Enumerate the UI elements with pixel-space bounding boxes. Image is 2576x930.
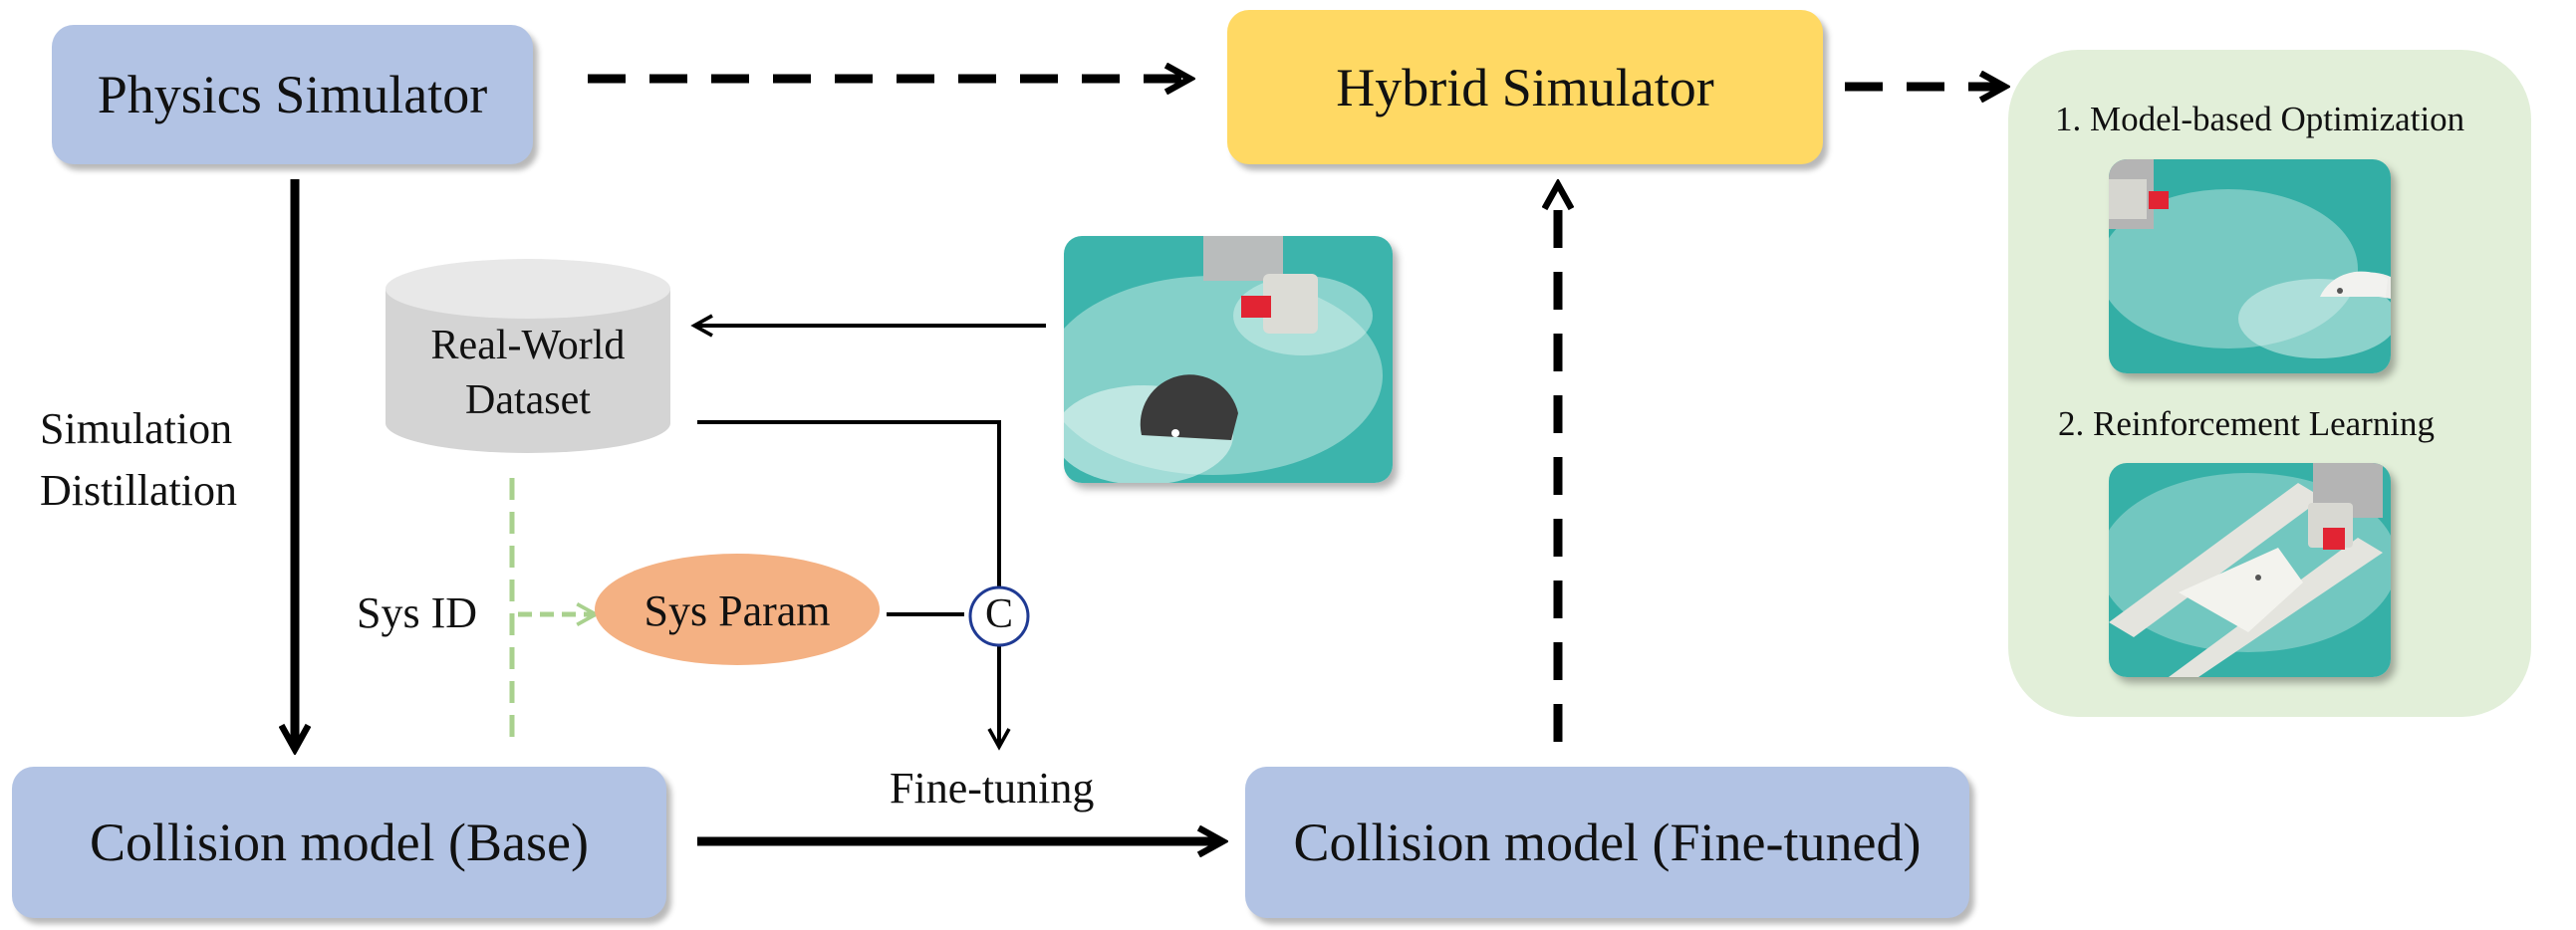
application-2-label: 2. Reinforcement Learning [2058, 404, 2436, 443]
hybrid-simulator-node: Hybrid Simulator [1227, 10, 1823, 164]
simulation-distillation-label: Simulation Distillation [40, 398, 237, 523]
simulation-distillation-line1: Simulation [40, 404, 233, 453]
real-world-photo [1064, 236, 1393, 483]
edge-dataset-to-concat [697, 420, 1001, 587]
reinforcement-learning-photo [2109, 463, 2391, 677]
hybrid-simulator-label: Hybrid Simulator [1336, 57, 1714, 117]
sys-param-label: Sys Param [644, 586, 831, 635]
collision-base-label: Collision model (Base) [90, 813, 589, 872]
dataset-label-line2: Dataset [465, 376, 591, 423]
dataset-cylinder [386, 259, 670, 453]
collision-finetuned-label: Collision model (Fine-tuned) [1293, 813, 1922, 872]
collision-base-node: Collision model (Base) [12, 767, 666, 918]
concat-label: C [984, 591, 1013, 637]
physics-simulator-label: Physics Simulator [97, 65, 488, 124]
application-1-label: 1. Model-based Optimization [2055, 100, 2465, 138]
model-based-optimization-photo [2109, 159, 2391, 373]
sys-id-label: Sys ID [357, 588, 478, 637]
fine-tuning-label: Fine-tuning [890, 764, 1095, 813]
simulation-distillation-line2: Distillation [40, 466, 237, 516]
collision-finetuned-node: Collision model (Fine-tuned) [1245, 767, 1969, 918]
sys-param-node [595, 554, 880, 665]
dataset-label: Real-World Dataset [386, 319, 670, 427]
concat-node [968, 585, 1030, 647]
dataset-label-line1: Real-World [430, 323, 626, 368]
physics-simulator-node: Physics Simulator [52, 25, 533, 164]
